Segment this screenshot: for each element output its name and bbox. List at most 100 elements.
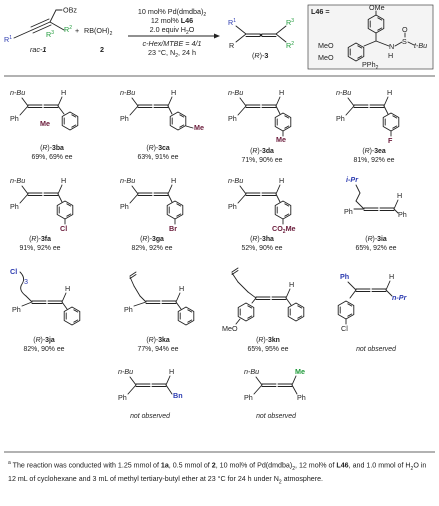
svg-text:S: S: [402, 37, 407, 46]
not-observed-text-2: not observed: [130, 413, 171, 420]
svg-text:R1: R1: [228, 18, 236, 27]
svg-text:Ph: Ph: [120, 202, 129, 211]
product-structure: R1 R R3 R2 (R)-3: [228, 18, 294, 60]
svg-text:Me: Me: [295, 367, 305, 376]
svg-text:n-Bu: n-Bu: [244, 367, 259, 376]
svg-text:Ph: Ph: [10, 114, 19, 123]
svg-text:H: H: [61, 176, 66, 185]
scope-scheme-figure: OBz R2 R3 R1 rac-1 + RB(OH)2 2 10 mol% P…: [4, 3, 435, 453]
svg-text:Ph: Ph: [120, 114, 129, 123]
not-observed-text-1: not observed: [356, 346, 397, 353]
footnote: a The reaction was conducted with 1.25 m…: [8, 460, 427, 486]
svg-text:H: H: [61, 88, 66, 97]
r3-label-reactant: R3: [46, 30, 54, 39]
svg-text:(R)-3fa: (R)-3fa: [29, 236, 51, 243]
svg-text:(R)-3ha: (R)-3ha: [250, 236, 274, 243]
svg-text:H: H: [169, 367, 174, 376]
svg-text:n-Bu: n-Bu: [118, 367, 133, 376]
svg-text:H: H: [289, 280, 294, 289]
svg-text:N: N: [389, 42, 394, 51]
reagent-2: RB(OH)2 2: [84, 26, 113, 54]
svg-text:2.0 equiv H2O: 2.0 equiv H2O: [150, 25, 195, 36]
svg-text:H: H: [279, 176, 284, 185]
product-3ea: n-Bu Ph H F (R)-3ea 81%, 92% ee: [336, 88, 400, 164]
svg-text:Ph: Ph: [228, 114, 237, 123]
product-3da: n-Bu Ph H Me ​ (R)-3da 71%, 90% ee: [228, 88, 292, 164]
svg-text:H: H: [179, 284, 184, 293]
svg-text:H: H: [388, 51, 393, 60]
entry-yield-3ga: 82%, 92% ee: [132, 245, 173, 252]
svg-text:n-Bu: n-Bu: [10, 88, 25, 97]
entry-yield-3ja: 82%, 90% ee: [24, 346, 65, 353]
svg-text:Cl: Cl: [60, 224, 67, 233]
reaction-scheme: OBz R2 R3 R1 rac-1 + RB(OH)2 2 10 mol% P…: [4, 3, 434, 71]
svg-text:(R)-3ka: (R)-3ka: [146, 337, 170, 344]
product-3fa: n-Bu Ph H Cl (R)-3fa 91%, 92% ee: [10, 176, 74, 252]
svg-text:OMe: OMe: [369, 3, 385, 12]
svg-text:(R)-3ba: (R)-3ba: [40, 145, 64, 152]
entry-yield-3ha: 52%, 90% ee: [242, 245, 283, 252]
reactant-1-label: rac-1: [30, 45, 46, 54]
svg-text:Ph: Ph: [124, 305, 133, 314]
svg-text:Ph: Ph: [297, 393, 306, 402]
not-observed-1: Ph H n-Pr Cl not observed: [337, 272, 408, 353]
product-3ia: i-Pr Ph H Ph (R)-3ia 65%, 92% ee: [344, 175, 407, 252]
svg-text:H: H: [279, 88, 284, 97]
entry-yield-3ea: 81%, 92% ee: [354, 157, 395, 164]
ligand-box-label: L46 =: [311, 7, 330, 16]
svg-text:(R)-3ea: (R)-3ea: [362, 148, 386, 155]
product-3ha: n-Bu Ph H CO2Me (R)-3ha 52%, 90% ee: [228, 176, 296, 252]
product-3ba: n-Bu Ph H Me (R)-3ba 69%, 69% ee: [10, 88, 79, 161]
svg-text:n-Bu: n-Bu: [10, 176, 25, 185]
svg-text:3: 3: [24, 277, 28, 286]
not-observed-3: n-Bu Ph Me Ph not observed: [244, 367, 306, 420]
svg-text:Ph: Ph: [398, 210, 407, 219]
svg-text:H: H: [171, 176, 176, 185]
product-3kn: MeO H (R)-3kn 65%, 95% ee: [222, 267, 305, 353]
product-3ja: Cl 3 Ph H (R)-3ja 82%, 90% ee: [10, 267, 81, 353]
svg-text:RB(OH)2: RB(OH)2: [84, 26, 113, 37]
svg-text:Cl: Cl: [10, 267, 17, 276]
ligand-box: L46 = OMe N H S O t-Bu MeO MeO PPh2: [307, 3, 434, 71]
svg-text:c-Hex/MTBE = 4/1: c-Hex/MTBE = 4/1: [143, 39, 202, 48]
svg-text:n-Bu: n-Bu: [120, 88, 135, 97]
svg-text:Ph: Ph: [336, 114, 345, 123]
svg-text:12 mol% L46: 12 mol% L46: [151, 16, 193, 25]
svg-text:H: H: [171, 88, 176, 97]
svg-text:Ph: Ph: [228, 202, 237, 211]
obz-label: OBz: [63, 6, 77, 15]
svg-text:23 °C, N2, 24 h: 23 °C, N2, 24 h: [148, 48, 196, 59]
reaction-conditions: 10 mol% Pd(dmdba)2 12 mol% L46 2.0 equiv…: [128, 7, 220, 59]
entry-yield-3ca: 63%, 91% ee: [138, 154, 179, 161]
svg-text:H: H: [387, 88, 392, 97]
svg-text:Me: Me: [194, 123, 204, 132]
svg-text:(R)-3ja: (R)-3ja: [33, 337, 55, 344]
svg-text:Br: Br: [169, 224, 177, 233]
svg-text:R3: R3: [286, 18, 294, 27]
plus-sign: +: [75, 26, 79, 35]
svg-text:R2: R2: [286, 41, 294, 50]
svg-text:F: F: [388, 136, 393, 145]
svg-text:(R)-3ga: (R)-3ga: [140, 236, 164, 243]
svg-text:(R)-3kn: (R)-3kn: [256, 337, 280, 344]
reactant-1-structure: OBz R2 R3 R1 rac-1: [4, 6, 77, 55]
product-3ca: n-Bu Ph H Me (R)-3ca 63%, 91% ee: [120, 88, 204, 161]
svg-text:Ph: Ph: [118, 393, 127, 402]
svg-text:Me: Me: [276, 135, 286, 144]
entry-yield-3kn: 65%, 95% ee: [248, 346, 289, 353]
svg-text:n-Bu: n-Bu: [120, 176, 135, 185]
svg-text:Ph: Ph: [10, 202, 19, 211]
entry-yield-3ia: 65%, 92% ee: [356, 245, 397, 252]
svg-text:Ph: Ph: [244, 393, 253, 402]
svg-text:Ph: Ph: [344, 207, 353, 216]
svg-text:MeO: MeO: [318, 41, 334, 50]
svg-text:n-Pr: n-Pr: [392, 293, 408, 302]
svg-text:H: H: [397, 191, 402, 200]
r2-label-reactant: R2: [64, 25, 72, 34]
svg-text:n-Bu: n-Bu: [336, 88, 351, 97]
not-observed-text-3: not observed: [256, 413, 297, 420]
not-observed-2: n-Bu Ph H Bn not observed: [118, 367, 183, 420]
entry-yield-3fa: 91%, 92% ee: [20, 245, 61, 252]
svg-text:Me: Me: [40, 119, 50, 128]
entry-yield-3da: 71%, 90% ee: [242, 157, 283, 164]
